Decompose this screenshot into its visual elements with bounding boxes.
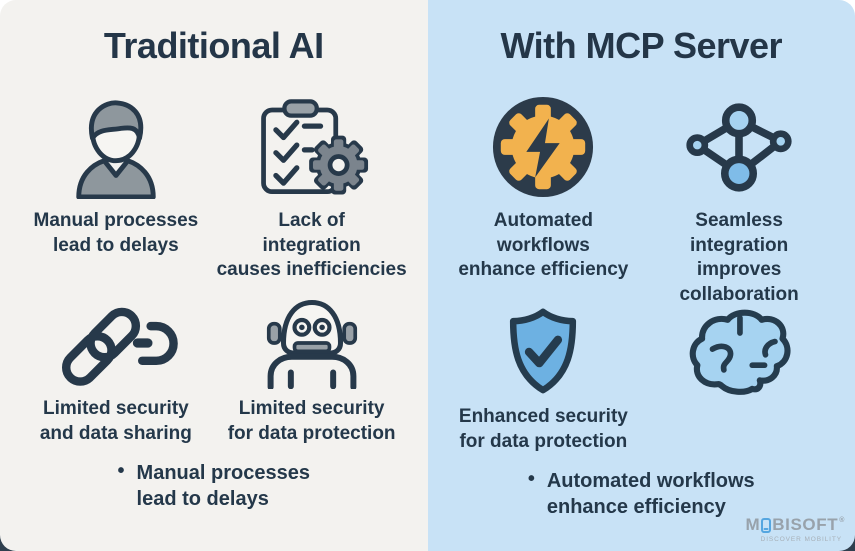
item-automated-workflows: Automated workflows enhance efficiency [458,93,628,291]
right-panel-title: With MCP Server [500,25,783,66]
right-summary-bullet: • Automated workflows enhance efficiency [428,468,855,521]
item-caption: Limited security and data sharing [39,398,192,444]
clipboard-checklist-gear-icon [260,99,368,195]
item-caption: Manual processes lead to delays [33,210,199,256]
broken-chain-icon [61,307,178,386]
logo-tagline: DISCOVER MOBILITY [760,536,842,543]
mobisoft-logo: M BISOFT ® DISCOVER MOBILITY [746,515,845,543]
item-caption: Automated workflows enhance efficiency [458,210,629,280]
item-caption: Seamless integration improves collaborat… [679,210,799,305]
network-nodes-icon [686,103,792,192]
item-lack-of-integration: Lack of integration causes inefficiencie… [217,93,407,283]
brain-icon [689,309,791,395]
left-items-grid: Manual processes lead to delays [18,93,410,446]
item-caption: Lack of integration causes inefficiencie… [216,210,407,280]
mcp-server-panel: With MCP Server [427,0,855,551]
item-caption: Limited security for data protection [227,398,396,444]
bullet-dot: • [527,468,535,490]
bullet-dot: • [117,460,125,482]
logo-letter-m: M [745,515,761,534]
registered-mark: ® [839,517,845,524]
phone-icon [761,517,772,533]
item-limited-sharing: Limited security and data sharing [40,297,192,446]
bullet-text: Automated workflows enhance efficiency [546,470,755,519]
traditional-ai-panel: Traditional AI Manual processes lead to … [0,0,428,551]
bullet-text: Manual processes lead to delays [136,462,310,511]
robot-icon [266,299,357,389]
item-manual-processes: Manual processes lead to delays [33,93,199,283]
person-icon [76,100,156,199]
item-enhanced-security: Enhanced security for data protection [459,305,628,454]
item-seamless-integration: Seamless integration improves collaborat… [679,93,799,305]
right-items-grid: Automated workflows enhance efficiency S… [446,93,838,454]
item-caption: Enhanced security for data protection [458,406,628,452]
gear-lightning-icon [493,96,594,198]
left-summary-bullet: • Manual processes lead to delays [0,460,428,513]
item-brain [686,305,792,454]
shield-check-icon [510,308,577,394]
logo-letters-rest: BISOFT [772,515,839,534]
left-panel-title: Traditional AI [103,25,324,66]
item-limited-protection: Limited security for data protection [228,297,396,446]
